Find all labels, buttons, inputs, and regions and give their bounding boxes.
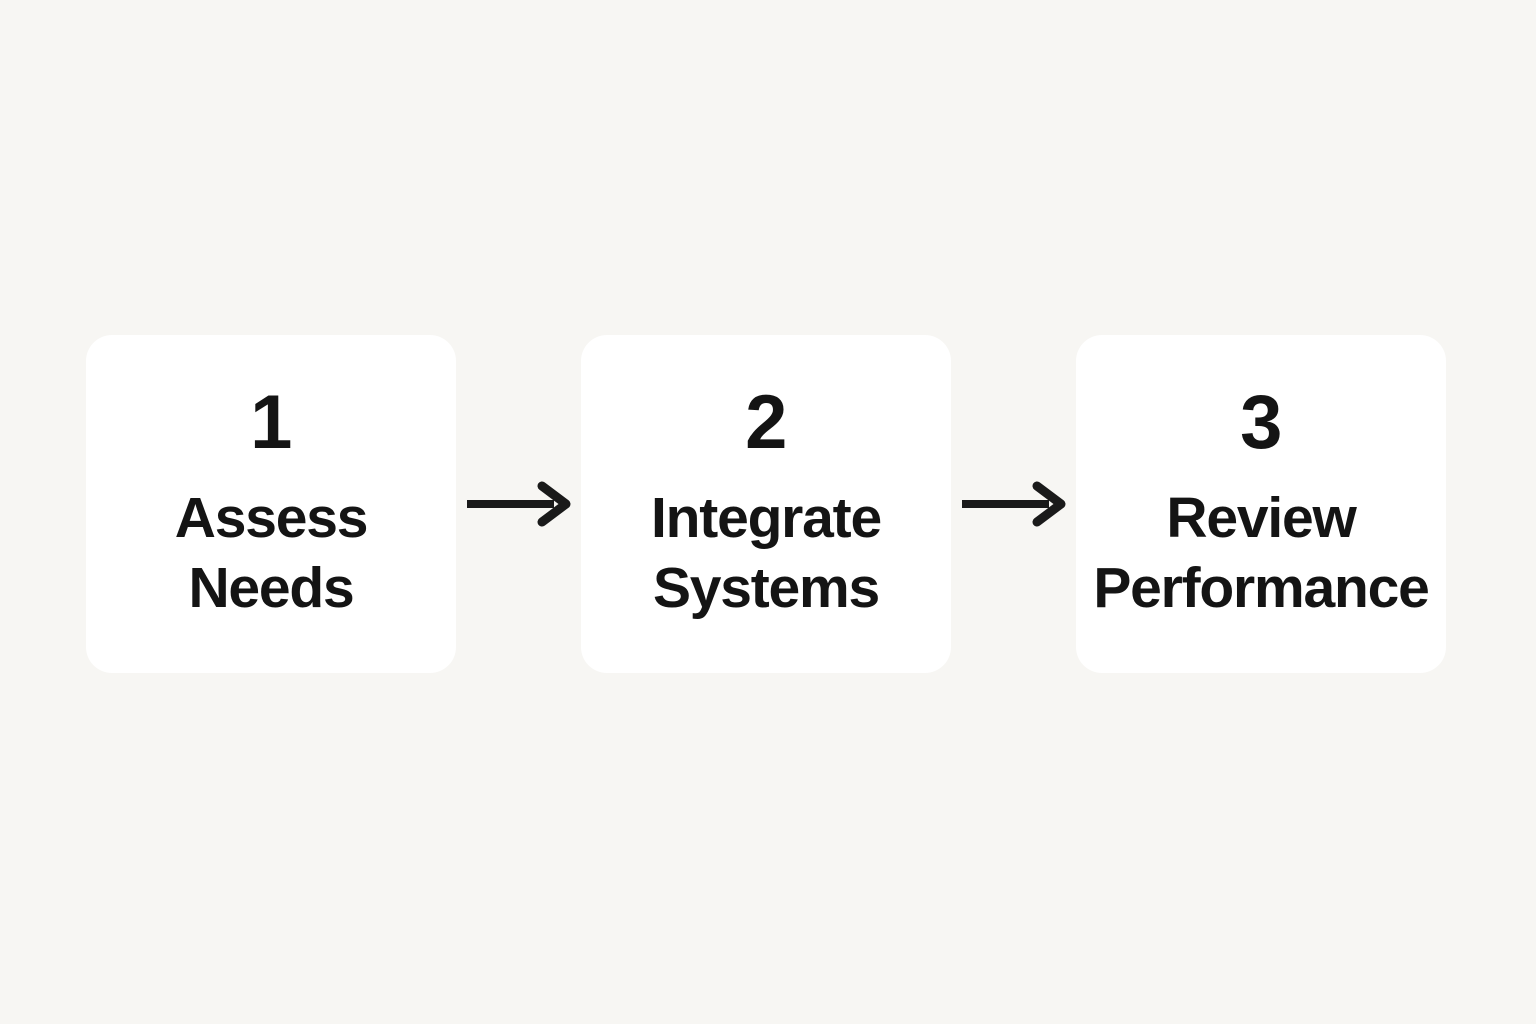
- flow-connector-1: [456, 474, 581, 534]
- flow-connector-2: [951, 474, 1076, 534]
- step-label-1-line-1: Assess: [174, 486, 369, 550]
- arrow-right-icon: [467, 481, 571, 527]
- step-number-3: 3: [1240, 380, 1282, 465]
- step-label-1: Assess Needs: [174, 483, 369, 623]
- arrow-right-icon: [962, 481, 1066, 527]
- step-label-3-line-1: Review: [1166, 486, 1356, 550]
- step-label-1-line-2: Needs: [188, 556, 354, 620]
- step-label-3-line-2: Performance: [1093, 556, 1429, 620]
- flow-step-card-2[interactable]: 2 Integrate Systems: [581, 335, 951, 673]
- flow-steps-row: 1 Assess Needs 2 Integrate Systems: [86, 335, 1452, 673]
- step-number-1: 1: [250, 380, 292, 465]
- flow-step-card-3[interactable]: 3 Review Performance: [1076, 335, 1446, 673]
- step-label-2-line-2: Systems: [652, 556, 880, 620]
- step-number-2: 2: [745, 380, 787, 465]
- flow-step-card-1[interactable]: 1 Assess Needs: [86, 335, 456, 673]
- step-label-2: Integrate Systems: [651, 483, 882, 623]
- step-label-2-line-1: Integrate: [651, 486, 882, 550]
- step-label-3: Review Performance: [1093, 483, 1429, 623]
